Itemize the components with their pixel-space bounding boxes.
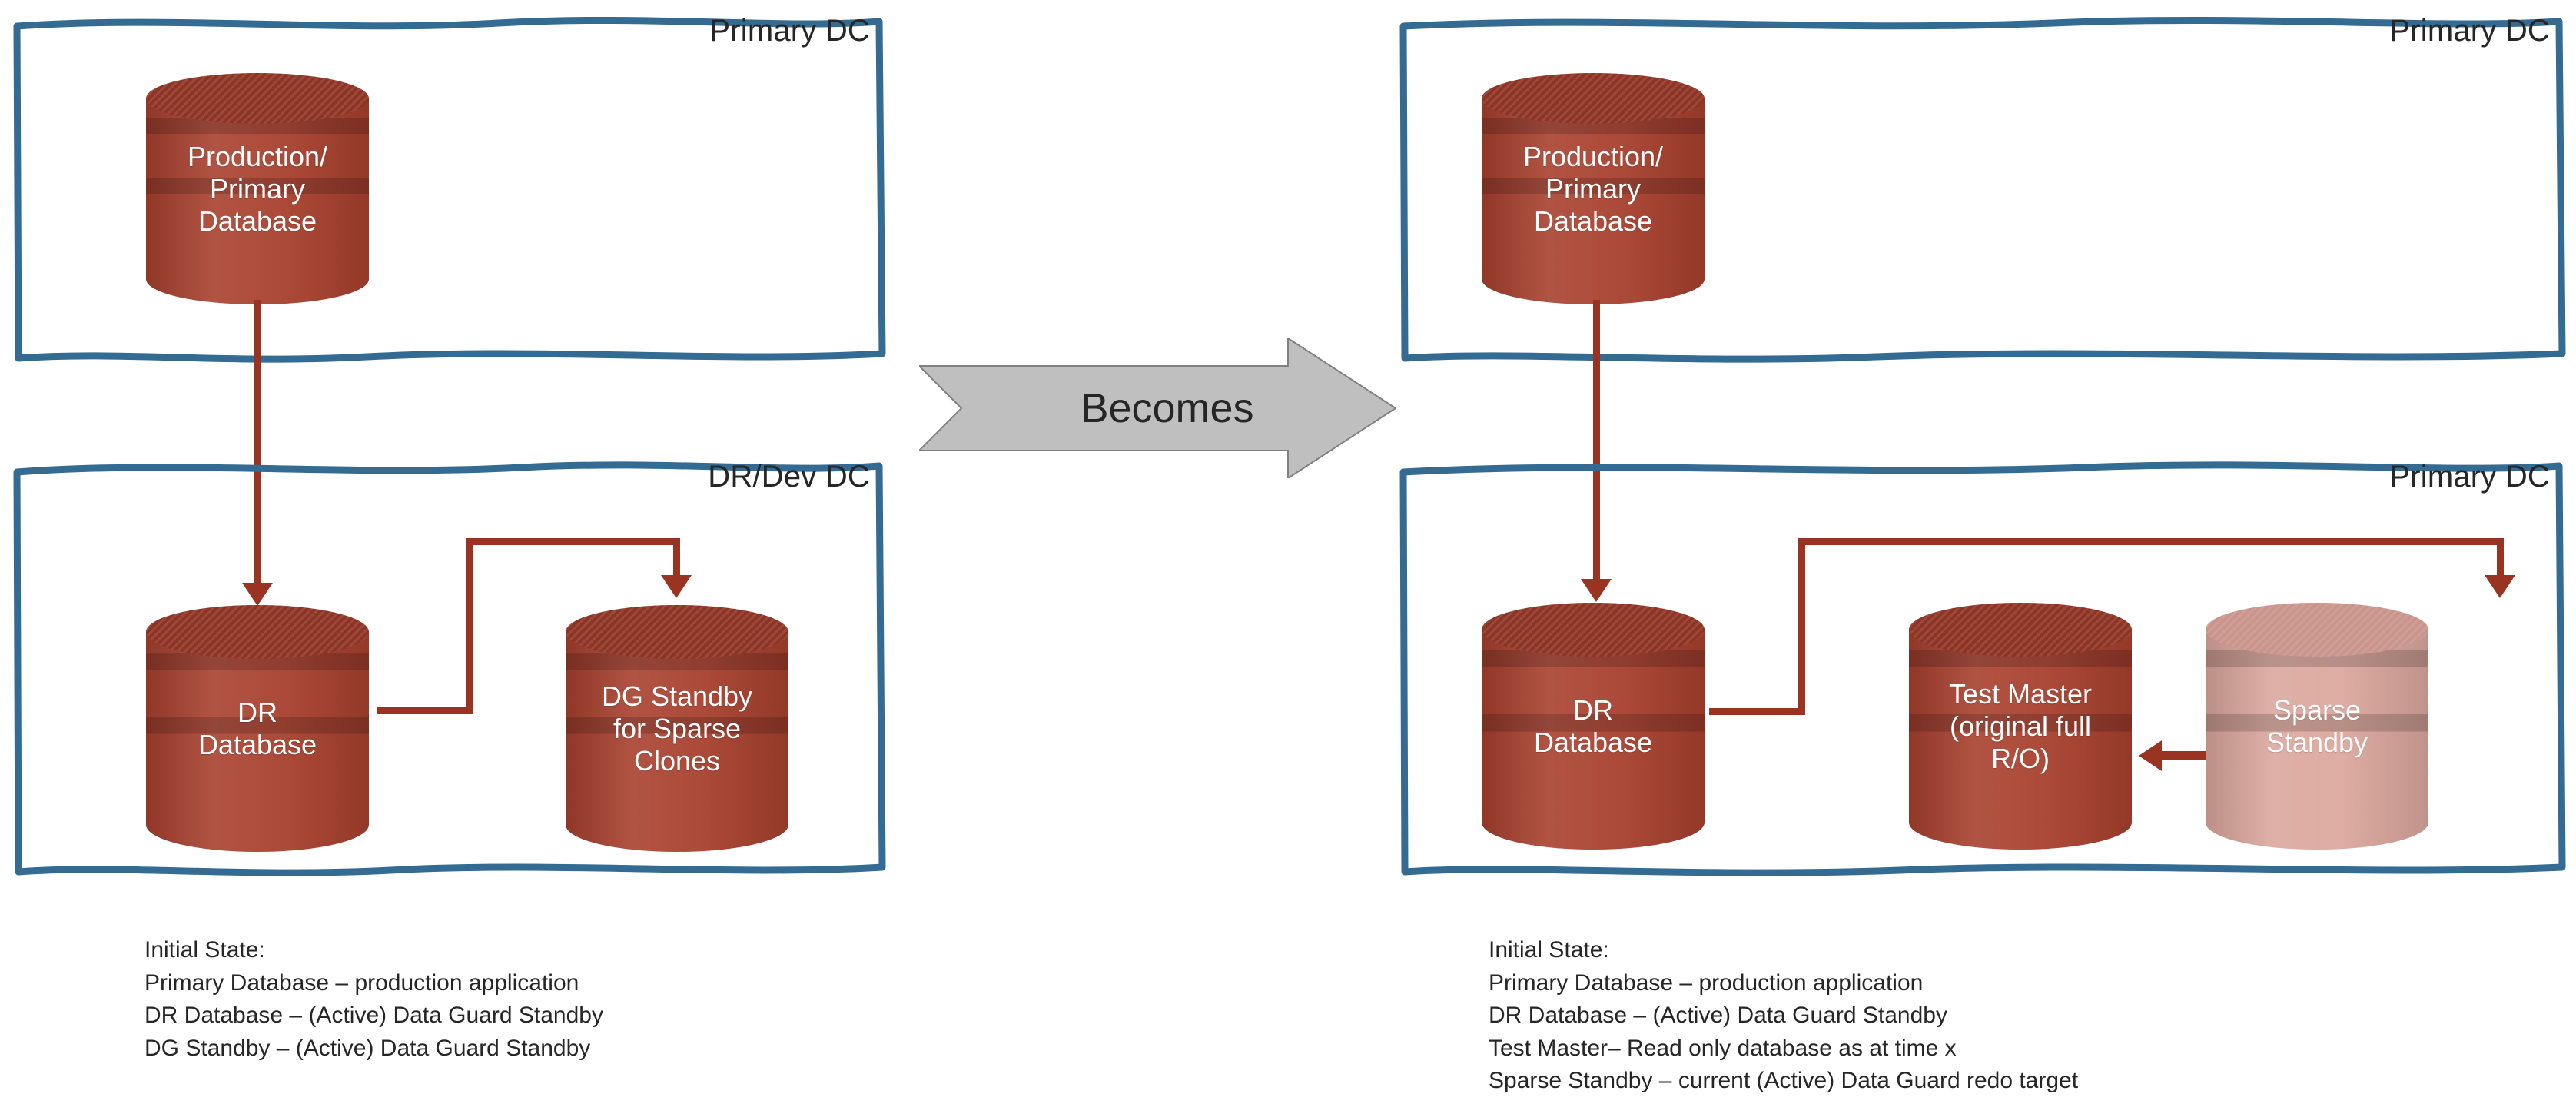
left-bottom-dc-box: DR/Dev DC DR Database DG Standby for Spa… [6, 452, 890, 883]
cylinder-dg-standby-for-sparse-clones: DG Standby for Sparse Clones [566, 605, 788, 852]
becomes-label: Becomes [1081, 385, 1254, 431]
left-note-line: Initial State: [144, 937, 265, 963]
cylinder-test-master: Test Master (original full R/O) [1909, 603, 2132, 850]
left-dr-to-dg-segment-right [377, 707, 473, 714]
right-top-dc-label: Primary DC [2389, 14, 2550, 48]
wavy-box-outline-icon [13, 16, 886, 363]
right-note-line: Initial State: [1489, 937, 1609, 963]
left-top-dc-label: Primary DC [709, 14, 870, 48]
cylinder-caption: Production/ Primary Database [187, 140, 328, 238]
left-top-dc-box: Primary DC Production/ Primary Database [6, 6, 890, 367]
left-bottom-dc-label: DR/Dev DC [708, 460, 870, 494]
left-primary-to-dr-line [254, 300, 261, 592]
right-note-line: DR Database – (Active) Data Guard Standb… [1489, 1003, 1947, 1029]
sparse-to-test-master-arrowhead [2139, 740, 2162, 771]
left-dr-to-dg-arrowhead [661, 575, 692, 598]
left-dr-to-dg-segment-across [466, 538, 679, 545]
left-dr-to-dg-segment-down [673, 538, 680, 580]
left-notes: Initial State: Primary Database – produc… [144, 934, 603, 1065]
right-note-line: Primary Database – production applicatio… [1489, 969, 1924, 996]
right-primary-to-dr-arrowhead [1581, 579, 1612, 602]
right-dr-to-sparse-arrowhead [2485, 575, 2515, 598]
left-note-line: DG Standby – (Active) Data Guard Standby [144, 1035, 591, 1061]
cylinder-caption: Sparse Standby [2266, 693, 2369, 758]
right-top-dc-box: Primary DC Production/ Primary Database [1393, 6, 2570, 367]
right-note-line: Test Master– Read only database as at ti… [1489, 1035, 1957, 1061]
left-primary-to-dr-arrowhead [242, 583, 273, 606]
right-chevron-arrow-icon [919, 338, 1396, 478]
cylinder-caption: Test Master (original full R/O) [1948, 677, 2093, 775]
cylinder-top-ellipse [2206, 603, 2428, 657]
cylinder-top-ellipse [146, 605, 369, 660]
cylinder-production-primary-database: Production/ Primary Database [1482, 73, 1705, 304]
left-dr-to-dg-segment-up [466, 538, 473, 714]
left-note-line: DR Database – (Active) Data Guard Standb… [144, 1003, 603, 1029]
cylinder-caption: DR Database [1533, 693, 1653, 758]
cylinder-top-ellipse [566, 605, 788, 660]
wavy-box-outline-icon [1399, 461, 2566, 876]
right-note-line: Sparse Standby – current (Active) Data G… [1489, 1068, 2079, 1094]
cylinder-caption: DR Database [198, 696, 317, 760]
cylinder-caption: Production/ Primary Database [1522, 140, 1664, 238]
cylinder-caption: DG Standby for Sparse Clones [601, 680, 753, 777]
right-bottom-dc-label: Primary DC [2389, 460, 2550, 494]
cylinder-production-primary-database: Production/ Primary Database [146, 73, 369, 304]
cylinder-top-ellipse [146, 73, 369, 124]
right-dr-to-sparse-segment-right [1709, 708, 1805, 715]
right-dr-to-sparse-segment-across [1798, 538, 2504, 545]
cylinder-top-ellipse [1482, 73, 1705, 124]
left-note-line: Primary Database – production applicatio… [144, 969, 579, 996]
right-notes: Initial State: Primary Database – produc… [1489, 934, 2078, 1098]
cylinder-dr-database: DR Database [1482, 603, 1705, 850]
cylinder-top-ellipse [1909, 603, 2132, 657]
wavy-box-outline-icon [1399, 16, 2566, 363]
cylinder-dr-database: DR Database [146, 605, 369, 852]
wavy-box-outline-icon [13, 461, 886, 876]
cylinder-sparse-standby: Sparse Standby [2206, 603, 2428, 850]
right-primary-to-dr-line [1593, 300, 1600, 588]
becomes-transition-arrow: Becomes [919, 338, 1396, 478]
right-dr-to-sparse-segment-down [2497, 538, 2504, 580]
right-bottom-dc-box: Primary DC DR Database Test Master (orig… [1393, 452, 2570, 883]
cylinder-top-ellipse [1482, 603, 1705, 657]
sparse-to-test-master-line [2162, 751, 2206, 760]
right-dr-to-sparse-segment-up [1798, 538, 1805, 715]
